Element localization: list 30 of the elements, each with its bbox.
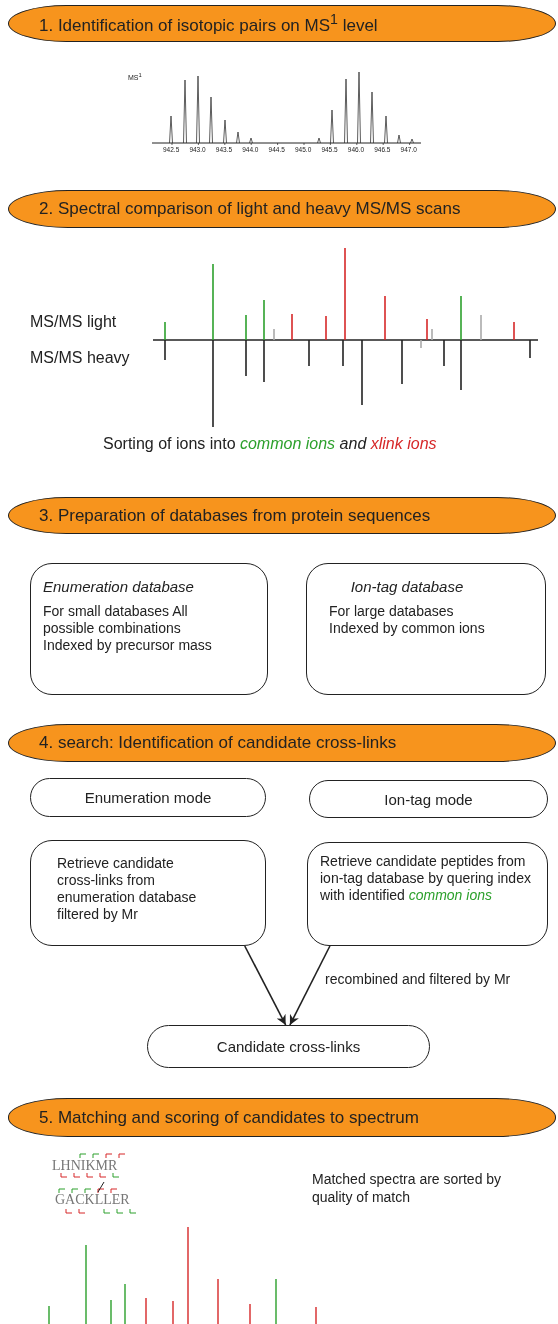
- step-title: 4. search: Identification of candidate cross-links: [38, 733, 397, 753]
- box-heading: Enumeration database: [43, 578, 195, 595]
- box-text: Candidate cross-links: [216, 1038, 361, 1055]
- box-text: Enumeration mode: [84, 789, 212, 806]
- peptide-sequence: LHNIKMR: [52, 1158, 118, 1174]
- peptide-sequence: GACKLLER: [55, 1192, 130, 1208]
- box-heading: Ion-tag database: [349, 578, 465, 595]
- box-text: For small databases All possible combinations Indexed by precursor mass: [43, 603, 213, 654]
- rounded-box: [147, 1025, 430, 1068]
- arrow: [289, 945, 331, 1026]
- axis-label: MS/MS heavy: [30, 349, 130, 367]
- rounded-box: [306, 563, 546, 695]
- step-title: 1. Identification of isotopic pairs on MS$^{1}$ level: [38, 11, 378, 36]
- box-text: Retrieve candidate peptides from ion-tag database by quering index with identified common ions: [320, 853, 532, 904]
- arrow: [243, 945, 287, 1026]
- box-text: Ion-tag mode: [384, 790, 473, 808]
- rounded-box: [30, 778, 266, 817]
- box-text: For large databases Indexed by common ions: [329, 603, 485, 637]
- rounded-box: [30, 840, 266, 946]
- axis-label: MS/MS light: [30, 313, 117, 331]
- step-title: 3. Preparation of databases from protein sequences: [38, 505, 431, 526]
- rounded-box: [309, 780, 548, 818]
- box-text: Retrieve candidate cross-links from enumeration database filtered by Mr: [57, 855, 198, 923]
- rounded-box: [307, 842, 548, 946]
- rounded-box: [30, 563, 268, 695]
- edge-label: recombined and filtered by Mr: [325, 971, 511, 987]
- step-title: 5. Matching and scoring of candidates to spectrum: [38, 1107, 419, 1128]
- note-text: Matched spectra are sorted by quality of match: [312, 1170, 503, 1206]
- note-text: Sorting of ions into common ions and xlink ions: [103, 435, 437, 453]
- step-title: 2. Spectral comparison of light and heavy MS/MS scans: [38, 199, 461, 219]
